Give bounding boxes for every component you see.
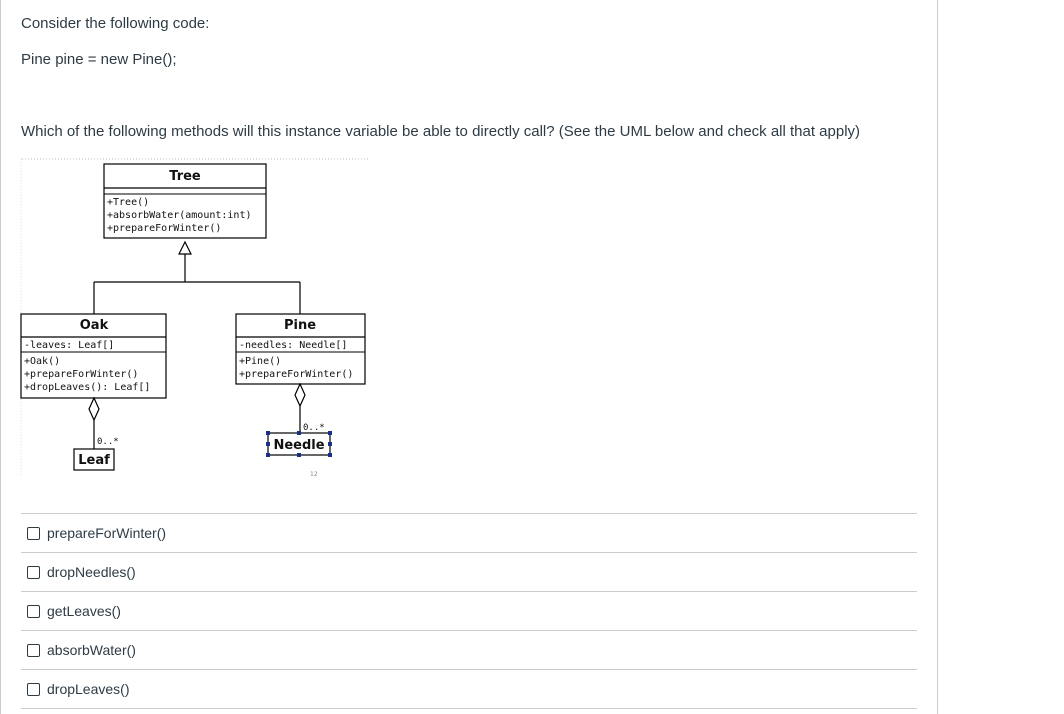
- uml-class-oak: Oak -leaves: Leaf[] +Oak() +prepareForWi…: [20, 313, 167, 399]
- question-intro: Consider the following code:: [21, 15, 210, 32]
- uml-class-tree: Tree +Tree() +absorbWater(amount:int) +p…: [103, 163, 267, 239]
- left-border: [0, 0, 1, 714]
- aggregation-pine-needle: 0..*: [294, 382, 325, 433]
- checkbox[interactable]: [27, 643, 40, 657]
- tree-method: +Tree(): [107, 197, 149, 208]
- answer-option[interactable]: getLeaves(): [21, 591, 917, 630]
- tree-class-name: Tree: [169, 169, 201, 184]
- checkbox[interactable]: [27, 682, 40, 696]
- aggregation-oak-leaf: 0..*: [88, 396, 119, 449]
- oak-method: +dropLeaves(): Leaf[]: [24, 382, 150, 393]
- leaf-multiplicity: 0..*: [97, 437, 119, 447]
- checkbox[interactable]: [27, 565, 40, 579]
- answer-label: dropLeaves(): [47, 681, 130, 697]
- uml-class-pine: Pine -needles: Needle[] +Pine() +prepare…: [235, 313, 366, 385]
- right-border: [937, 0, 938, 714]
- uml-diagram: Tree +Tree() +absorbWater(amount:int) +p…: [20, 158, 370, 478]
- answer-label: absorbWater(): [47, 642, 136, 658]
- answer-option[interactable]: dropNeedles(): [21, 552, 917, 591]
- pine-method: +Pine(): [239, 356, 281, 367]
- tree-method: +absorbWater(amount:int): [107, 210, 252, 221]
- pine-attribute: -needles: Needle[]: [239, 340, 347, 351]
- answer-label: dropNeedles(): [47, 564, 136, 580]
- answer-label: prepareForWinter(): [47, 525, 167, 541]
- oak-attribute: -leaves: Leaf[]: [24, 340, 114, 351]
- pine-class-name: Pine: [284, 318, 316, 333]
- answer-option[interactable]: dropLeaves(): [21, 669, 917, 709]
- checkbox[interactable]: [27, 526, 40, 540]
- answer-list: prepareForWinter() dropNeedles() getLeav…: [21, 513, 917, 709]
- checkbox[interactable]: [27, 604, 40, 618]
- uml-class-needle: Needle 12: [266, 431, 332, 478]
- answer-option[interactable]: absorbWater(): [21, 630, 917, 669]
- oak-method: +Oak(): [24, 356, 60, 367]
- leaf-class-name: Leaf: [78, 453, 110, 468]
- question-code: Pine pine = new Pine();: [21, 51, 177, 68]
- needle-multiplicity: 0..*: [303, 423, 325, 433]
- uml-class-leaf: Leaf: [73, 448, 115, 471]
- selection-handles: [266, 431, 332, 457]
- answer-option[interactable]: prepareForWinter(): [21, 513, 917, 552]
- question-prompt: Which of the following methods will this…: [21, 123, 861, 140]
- inheritance-connector: [93, 240, 301, 314]
- tree-method: +prepareForWinter(): [107, 223, 221, 234]
- stray-label: 12: [310, 471, 318, 478]
- oak-method: +prepareForWinter(): [24, 369, 138, 380]
- pine-method: +prepareForWinter(): [239, 369, 353, 380]
- needle-class-name: Needle: [273, 438, 324, 453]
- oak-class-name: Oak: [80, 318, 109, 333]
- answer-label: getLeaves(): [47, 603, 121, 619]
